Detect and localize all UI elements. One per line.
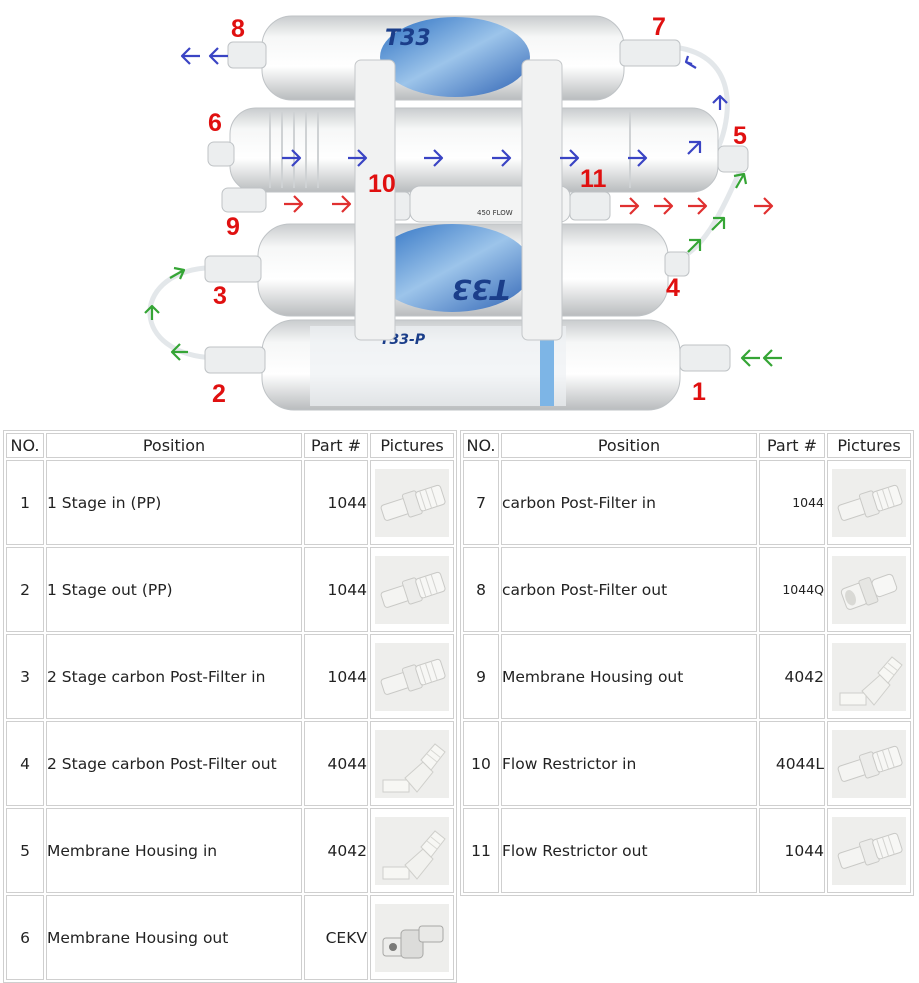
row-number: 9 xyxy=(463,634,499,719)
position-cell: 2 Stage carbon Post-Filter out xyxy=(46,721,302,806)
position-cell: Flow Restrictor in xyxy=(501,721,757,806)
position-cell: Membrane Housing in xyxy=(46,808,302,893)
part-number-cell: 1044 xyxy=(304,634,368,719)
straight-connector-icon xyxy=(832,468,906,537)
picture-cell xyxy=(827,721,911,806)
table-header-row: NO. Position Part # Pictures xyxy=(463,433,911,458)
position-number-2: 2 xyxy=(212,380,226,408)
mounting-brackets xyxy=(354,59,563,341)
row-number: 2 xyxy=(6,547,44,632)
row-number: 4 xyxy=(6,721,44,806)
carbon-filter-cartridge: T33 xyxy=(204,223,690,317)
middle-cartridge-brand: T33 xyxy=(452,273,510,306)
part-number-cell: 1044Q xyxy=(759,547,825,632)
position-numbers: 1 2 3 4 5 6 7 8 9 10 11 xyxy=(208,13,747,408)
row-number: 6 xyxy=(6,895,44,980)
position-cell: Membrane Housing out xyxy=(501,634,757,719)
position-cell: Membrane Housing out xyxy=(46,895,302,980)
header-no: NO. xyxy=(6,433,44,458)
part-number-cell: 4042 xyxy=(304,808,368,893)
position-number-11: 11 xyxy=(580,165,607,193)
position-number-5: 5 xyxy=(733,122,747,150)
position-number-10: 10 xyxy=(368,170,396,198)
part-number-cell: 1044 xyxy=(304,547,368,632)
header-pictures: Pictures xyxy=(370,433,454,458)
row-number: 7 xyxy=(463,460,499,545)
part-number-cell: CEKV xyxy=(304,895,368,980)
elbow-connector-icon xyxy=(375,729,449,798)
position-number-6: 6 xyxy=(208,109,222,137)
header-position: Position xyxy=(46,433,302,458)
header-part: Part # xyxy=(304,433,368,458)
elbow-connector-icon xyxy=(375,816,449,885)
straight-connector-icon xyxy=(375,468,449,537)
picture-cell xyxy=(370,634,454,719)
check-valve-elbow-icon xyxy=(375,903,449,972)
position-cell: 1 Stage out (PP) xyxy=(46,547,302,632)
header-no: NO. xyxy=(463,433,499,458)
picture-cell xyxy=(370,547,454,632)
picture-cell xyxy=(370,895,454,980)
position-number-9: 9 xyxy=(226,213,240,241)
picture-cell xyxy=(827,460,911,545)
position-number-1: 1 xyxy=(692,378,706,406)
header-part: Part # xyxy=(759,433,825,458)
part-number-cell: 4044 xyxy=(304,721,368,806)
position-cell: carbon Post-Filter in xyxy=(501,460,757,545)
filter-assembly-diagram: T33 450 FLOW T33 T33-P xyxy=(0,0,919,425)
position-cell: 2 Stage carbon Post-Filter in xyxy=(46,634,302,719)
elbow-connector-icon xyxy=(832,642,906,711)
straight-connector-icon xyxy=(375,642,449,711)
table-header-row: NO. Position Part # Pictures xyxy=(6,433,454,458)
part-number-cell: 1044 xyxy=(759,808,825,893)
straight-connector-icon xyxy=(832,729,906,798)
header-position: Position xyxy=(501,433,757,458)
picture-cell xyxy=(370,808,454,893)
position-cell: Flow Restrictor out xyxy=(501,808,757,893)
flow-restrictor-text: 450 FLOW xyxy=(477,209,513,217)
row-number: 11 xyxy=(463,808,499,893)
position-cell: 1 Stage in (PP) xyxy=(46,460,302,545)
row-number: 5 xyxy=(6,808,44,893)
part-number-cell: 1044 xyxy=(304,460,368,545)
quick-connector-icon xyxy=(832,555,906,624)
position-number-4: 4 xyxy=(666,274,680,302)
position-number-7: 7 xyxy=(652,13,666,41)
header-pictures: Pictures xyxy=(827,433,911,458)
row-number: 10 xyxy=(463,721,499,806)
pp-sediment-cartridge: T33-P xyxy=(204,319,731,411)
part-number-cell: 4044L xyxy=(759,721,825,806)
row-number: 1 xyxy=(6,460,44,545)
part-number-cell: 4042 xyxy=(759,634,825,719)
picture-cell xyxy=(370,460,454,545)
part-number-cell: 1044 xyxy=(759,460,825,545)
row-number: 8 xyxy=(463,547,499,632)
carbon-post-filter-cartridge: T33 xyxy=(227,15,681,101)
picture-cell xyxy=(827,634,911,719)
picture-cell xyxy=(827,808,911,893)
straight-connector-icon xyxy=(375,555,449,624)
straight-connector-icon xyxy=(832,816,906,885)
top-cartridge-brand: T33 xyxy=(385,26,431,51)
position-number-3: 3 xyxy=(213,282,227,310)
row-number: 3 xyxy=(6,634,44,719)
picture-cell xyxy=(370,721,454,806)
position-cell: carbon Post-Filter out xyxy=(501,547,757,632)
picture-cell xyxy=(827,547,911,632)
flow-arrows xyxy=(144,47,782,367)
position-number-8: 8 xyxy=(231,15,245,43)
